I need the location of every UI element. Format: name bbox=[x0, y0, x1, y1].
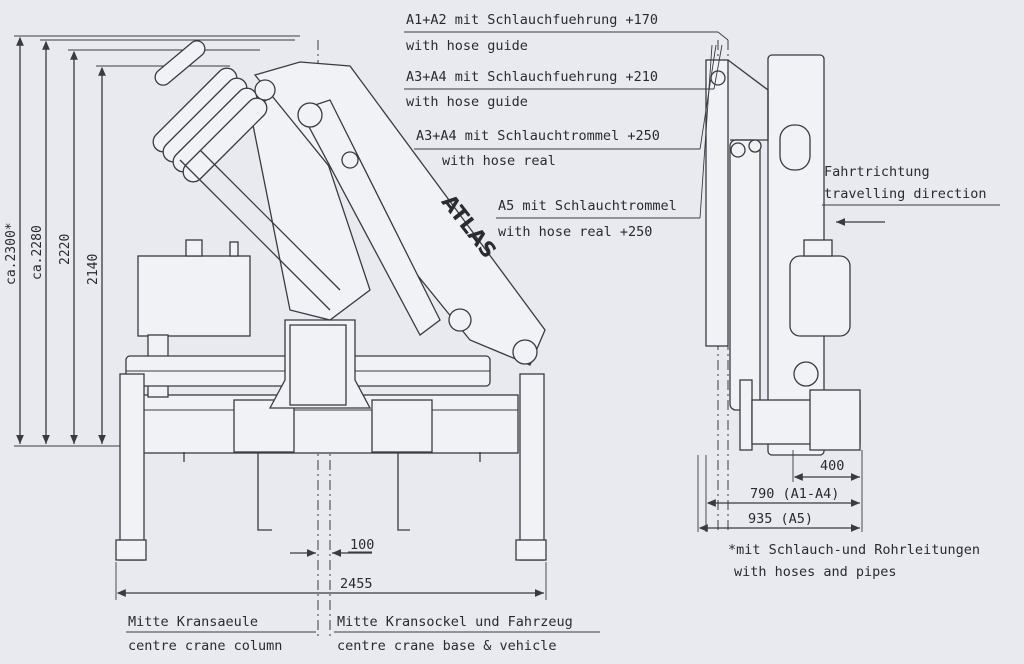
outrigger-left bbox=[119, 373, 145, 561]
label-column-de: Mitte Kransaeule bbox=[128, 614, 258, 630]
direction-en: travelling direction bbox=[824, 186, 987, 202]
front-bottom-dimensions: 100 2455 bbox=[115, 537, 547, 600]
callout-a3a4r-de: A3+A4 mit Schlauchtrommel +250 bbox=[416, 128, 660, 144]
callout-a5-de: A5 mit Schlauchtrommel bbox=[498, 198, 677, 214]
footnote-de: *mit Schlauch-und Rohrleitungen bbox=[728, 542, 980, 558]
direction-de: Fahrtrichtung bbox=[824, 164, 930, 180]
dim-400: 400 bbox=[820, 458, 844, 474]
height-dimensions: ca.2300* ca.2280 2220 2140 bbox=[4, 35, 300, 447]
label-base-de: Mitte Kransockel und Fahrzeug bbox=[337, 614, 573, 630]
crane-front-view: ATLAS bbox=[115, 40, 547, 640]
folded-extensions bbox=[152, 40, 341, 311]
dim-2280: ca.2280 bbox=[30, 225, 45, 280]
dim-2220: 2220 bbox=[58, 234, 73, 265]
callout-a5-en: with hose real +250 bbox=[498, 224, 652, 240]
side-outrigger bbox=[705, 59, 729, 347]
centre-labels: Mitte Kransaeule centre crane column Mit… bbox=[126, 614, 600, 654]
dim-2140: 2140 bbox=[86, 254, 101, 285]
outrigger-right bbox=[519, 373, 545, 561]
side-bottom-dimensions: 400 790 (A1-A4) 935 (A5) bbox=[697, 450, 863, 532]
callouts: A1+A2 mit Schlauchfuehrung +170 with hos… bbox=[404, 12, 729, 240]
dim-100: 100 bbox=[350, 537, 374, 553]
travel-direction: Fahrtrichtung travelling direction bbox=[822, 164, 1000, 226]
callout-a1a2-de: A1+A2 mit Schlauchfuehrung +170 bbox=[406, 12, 658, 28]
footnote: *mit Schlauch-und Rohrleitungen with hos… bbox=[728, 542, 980, 580]
callout-a3a4r-en: with hose real bbox=[442, 153, 556, 169]
label-column-en: centre crane column bbox=[128, 638, 282, 654]
callout-a1a2-en: with hose guide bbox=[406, 38, 528, 54]
side-oil-tank bbox=[789, 255, 851, 337]
dim-935: 935 (A5) bbox=[748, 511, 813, 527]
callout-a3a4-en: with hose guide bbox=[406, 94, 528, 110]
footnote-en: with hoses and pipes bbox=[734, 564, 897, 580]
oil-tank bbox=[137, 255, 251, 337]
dim-2300: ca.2300* bbox=[4, 222, 19, 285]
callout-a3a4-de: A3+A4 mit Schlauchfuehrung +210 bbox=[406, 69, 658, 85]
label-base-en: centre crane base & vehicle bbox=[337, 638, 556, 654]
dim-790: 790 (A1-A4) bbox=[750, 486, 839, 502]
dim-2455: 2455 bbox=[340, 576, 373, 592]
crane-side-view bbox=[705, 40, 861, 530]
